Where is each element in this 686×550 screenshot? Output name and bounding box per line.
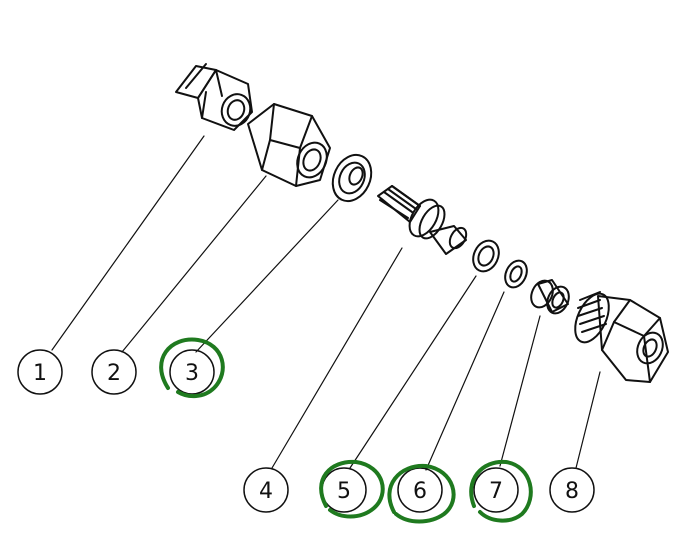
callout-label-3: 3 [185,361,199,386]
part-4-threaded-nipple-icon [377,185,468,255]
part-8-union-nut-fitting-icon [574,291,669,383]
part-2-hex-nut-icon [247,103,331,187]
callout-label-6: 6 [413,479,427,504]
part-1-reducer-fitting-icon [175,63,253,131]
callout-circles [17,349,595,513]
callout-label-4: 4 [259,479,273,504]
callout-label-5: 5 [337,479,351,504]
part-3-washer-icon [331,153,373,203]
callout-label-1: 1 [33,361,47,386]
callout-labels: 1 2 3 4 5 6 7 8 [33,361,579,504]
part-5-o-ring-icon [472,239,500,273]
part-6-small-ring-icon [504,259,528,289]
callout-label-8: 8 [565,479,579,504]
leader-lines [51,135,601,471]
callout-label-7: 7 [489,479,503,504]
highlight-marks [159,337,533,524]
callout-label-2: 2 [107,361,121,386]
part-7-sleeve-icon [530,279,570,315]
